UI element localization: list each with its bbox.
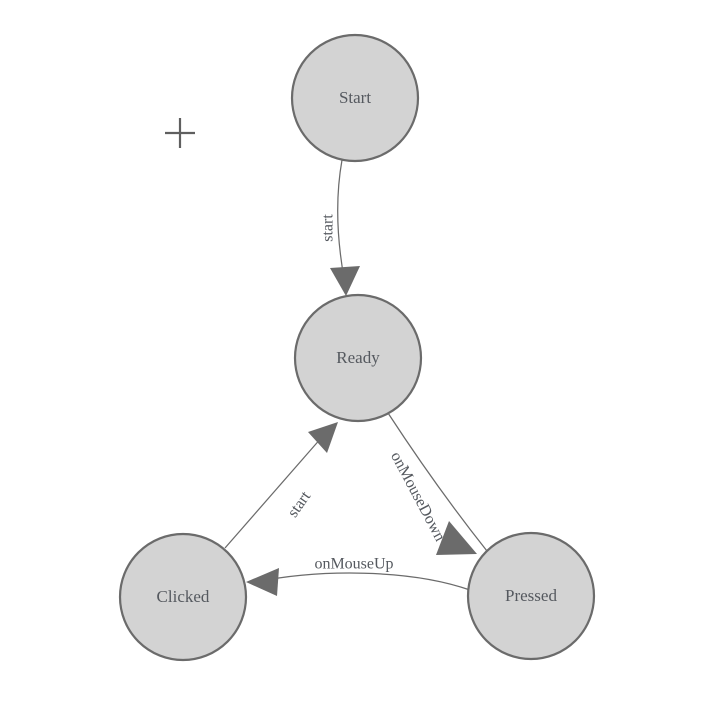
node-circle-clicked: [118, 532, 248, 662]
edge-label-clicked-to-ready: start: [284, 488, 314, 521]
arrowhead-clicked-to-ready: [308, 422, 338, 453]
node-circle-pressed: [466, 531, 596, 661]
node-label-clicked: Clicked: [157, 587, 210, 606]
edge-ready-to-pressed[interactable]: onMouseDown: [387, 412, 488, 555]
node-label-start: Start: [339, 88, 371, 107]
edge-path-ready-to-pressed: [387, 412, 488, 552]
node-label-ready: Ready: [336, 348, 380, 367]
edge-path-clicked-to-ready: [224, 436, 323, 549]
edge-label-pressed-to-clicked: onMouseUp: [314, 556, 393, 573]
node-label-pressed: Pressed: [505, 586, 557, 605]
node-circle-ready: [293, 293, 423, 423]
node-ready[interactable]: Ready: [293, 293, 423, 423]
arrowhead-pressed-to-clicked: [246, 568, 279, 596]
arrowhead-ready-to-pressed: [436, 521, 477, 555]
node-start[interactable]: Start: [290, 33, 420, 163]
edge-label-ready-to-pressed: onMouseDown: [387, 449, 448, 544]
arrowhead-start-to-ready: [330, 266, 360, 296]
edge-clicked-to-ready[interactable]: start: [224, 422, 338, 549]
node-clicked[interactable]: Clicked: [118, 532, 248, 662]
edge-path-start-to-ready: [337, 159, 345, 279]
node-circle-start: [290, 33, 420, 163]
edge-path-pressed-to-clicked: [255, 572, 471, 591]
plus-marker-icon: [165, 118, 195, 148]
node-pressed[interactable]: Pressed: [466, 531, 596, 661]
edge-label-start-to-ready: start: [320, 214, 337, 242]
edge-start-to-ready[interactable]: start: [320, 159, 360, 296]
edge-pressed-to-clicked[interactable]: onMouseUp: [246, 556, 471, 596]
